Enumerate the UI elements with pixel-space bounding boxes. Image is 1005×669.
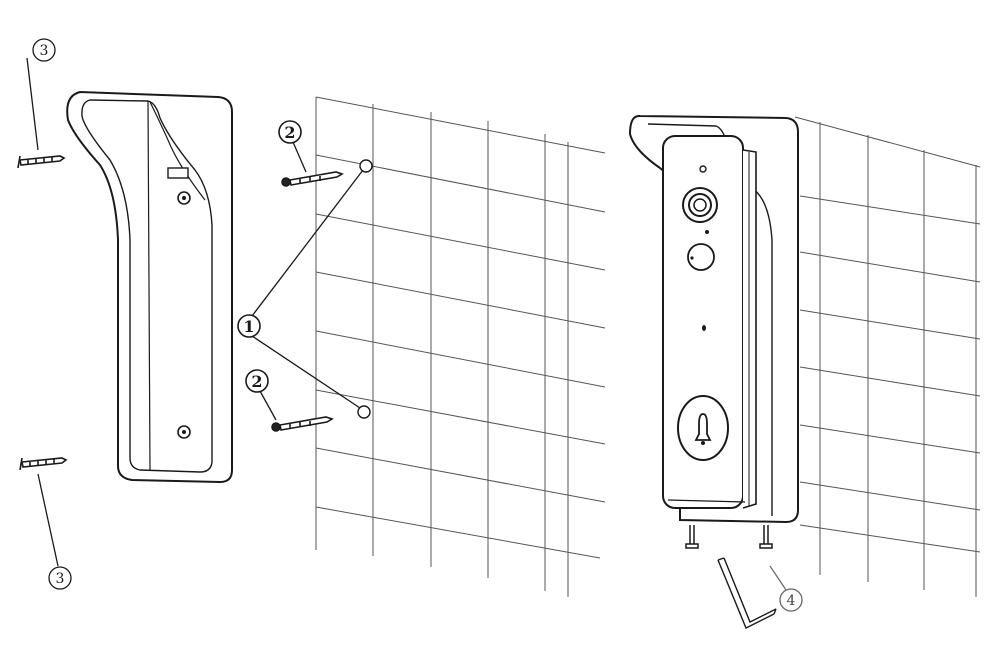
- doorbell-button: [677, 395, 729, 461]
- callout-screw-bottom: 3: [37, 473, 72, 590]
- camera-lens-icon: [682, 187, 718, 234]
- hex-key-tool: [717, 557, 777, 629]
- wall-grid-left: [315, 96, 606, 597]
- drill-hole-upper: [359, 159, 373, 173]
- callout-label-screw-top: 3: [40, 43, 49, 59]
- wall-plug-lower: [271, 416, 334, 432]
- screw-bottom: [19, 457, 68, 471]
- callout-label-plug-upper: 2: [284, 123, 295, 142]
- pir-sensor-icon: [687, 243, 715, 271]
- doorbell-unit: [662, 135, 757, 509]
- callout-label-plug-lower: 2: [251, 372, 262, 391]
- callout-plug-upper: 2: [278, 120, 307, 173]
- microphone-hole: [702, 325, 706, 331]
- wall-plug-upper: [281, 171, 344, 187]
- security-screw-left: [685, 525, 699, 549]
- callout-hex-key: 4: [769, 565, 803, 612]
- callout-label-hex-key: 4: [787, 593, 796, 609]
- bell-icon: [694, 413, 712, 441]
- drill-hole-lower: [357, 405, 371, 419]
- callout-label-anchor-points: 1: [243, 317, 254, 336]
- callout-screw-top: 3: [26, 38, 56, 151]
- wall-grid-right: [794, 116, 981, 597]
- security-screw-right: [759, 525, 773, 549]
- indicator-light: [699, 165, 707, 173]
- mounting-bracket: [66, 90, 233, 484]
- screw-top: [17, 155, 66, 169]
- callout-anchor-points: 1: [237, 159, 373, 419]
- callout-plug-lower: 2: [245, 369, 277, 421]
- callout-label-screw-bottom: 3: [56, 571, 65, 587]
